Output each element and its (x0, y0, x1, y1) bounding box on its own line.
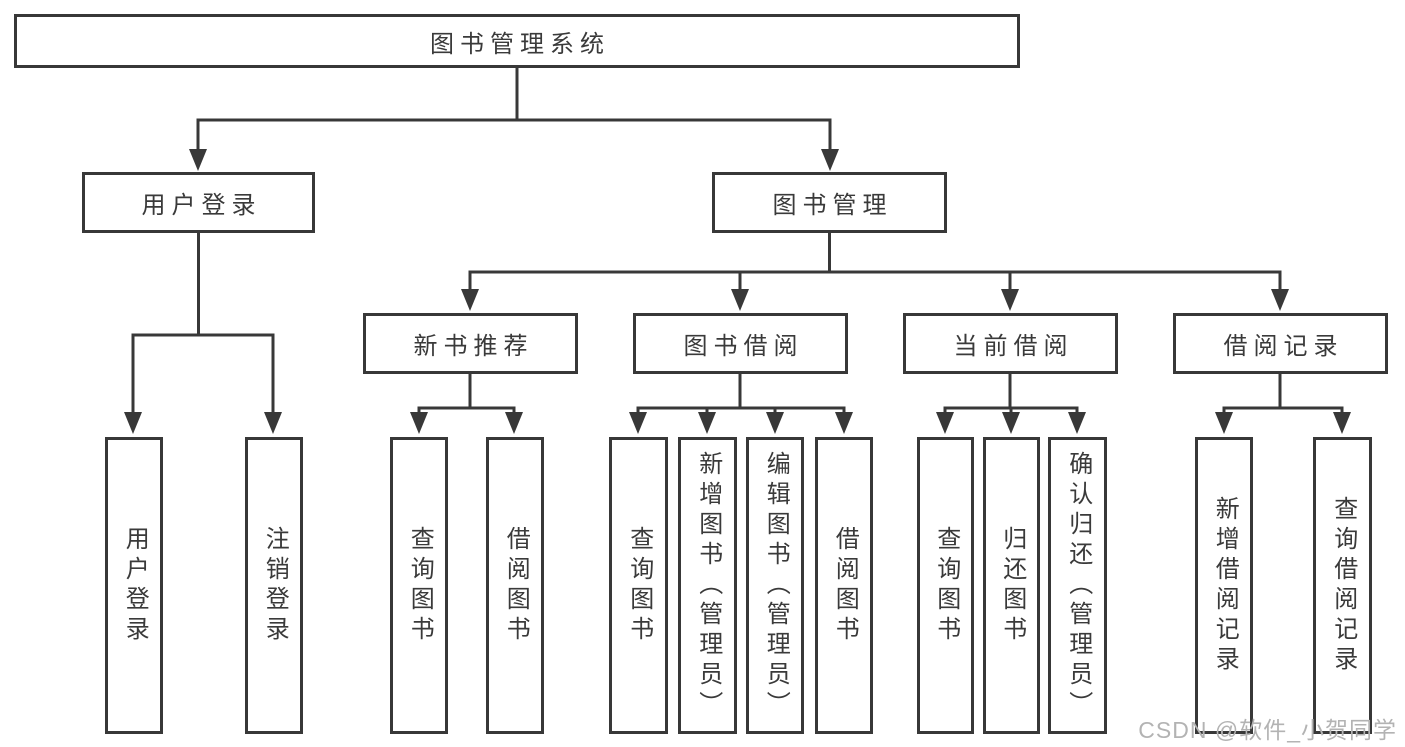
leaf-borrow-books: 借阅图书 (815, 437, 873, 734)
leaf-edit-books-admin: 编辑图书（管理员） (746, 437, 804, 734)
leaf-add-books-admin: 新增图书（管理员） (678, 437, 737, 734)
leaf-user-login: 用户登录 (105, 437, 163, 734)
leaf-confirm-return-admin: 确认归还（管理员） (1048, 437, 1107, 734)
leaf-logout: 注销登录 (245, 437, 303, 734)
leaf-label: 借阅图书 (831, 525, 859, 646)
node-borrowing-records: 借阅记录 (1173, 313, 1388, 374)
leaf-current-query-books: 查询图书 (917, 437, 974, 734)
leaf-label: 查询借阅记录 (1329, 495, 1357, 676)
leaf-label: 查询图书 (406, 525, 434, 646)
watermark: CSDN @软件_小贺同学 (1138, 717, 1397, 743)
leaf-recommend-query-books: 查询图书 (390, 437, 448, 734)
leaf-label: 用户登录 (121, 525, 149, 646)
leaf-borrowing-query-books: 查询图书 (609, 437, 668, 734)
leaf-label: 借阅图书 (502, 525, 530, 646)
arrowheads (124, 149, 1351, 434)
leaf-query-borrow-record: 查询借阅记录 (1313, 437, 1372, 734)
leaf-return-books: 归还图书 (983, 437, 1040, 734)
leaf-label: 编辑图书（管理员） (762, 450, 790, 721)
node-book-borrowing: 图书借阅 (633, 313, 848, 374)
node-new-book-recommend: 新书推荐 (363, 313, 578, 374)
leaf-label: 确认归还（管理员） (1064, 450, 1092, 721)
leaf-label: 查询图书 (932, 525, 960, 646)
leaf-recommend-borrow-books: 借阅图书 (486, 437, 544, 734)
leaf-label: 查询图书 (625, 525, 653, 646)
leaf-label: 新增借阅记录 (1211, 495, 1239, 676)
node-book-management: 图书管理 (712, 172, 947, 233)
leaf-add-borrow-record: 新增借阅记录 (1195, 437, 1253, 734)
connector-paths (131, 68, 1344, 414)
leaf-label: 归还图书 (998, 525, 1026, 646)
node-user-login: 用户登录 (82, 172, 315, 233)
node-root: 图书管理系统 (14, 14, 1020, 68)
leaf-label: 新增图书（管理员） (694, 450, 722, 721)
leaf-label: 注销登录 (261, 525, 289, 646)
node-current-borrowing: 当前借阅 (903, 313, 1118, 374)
